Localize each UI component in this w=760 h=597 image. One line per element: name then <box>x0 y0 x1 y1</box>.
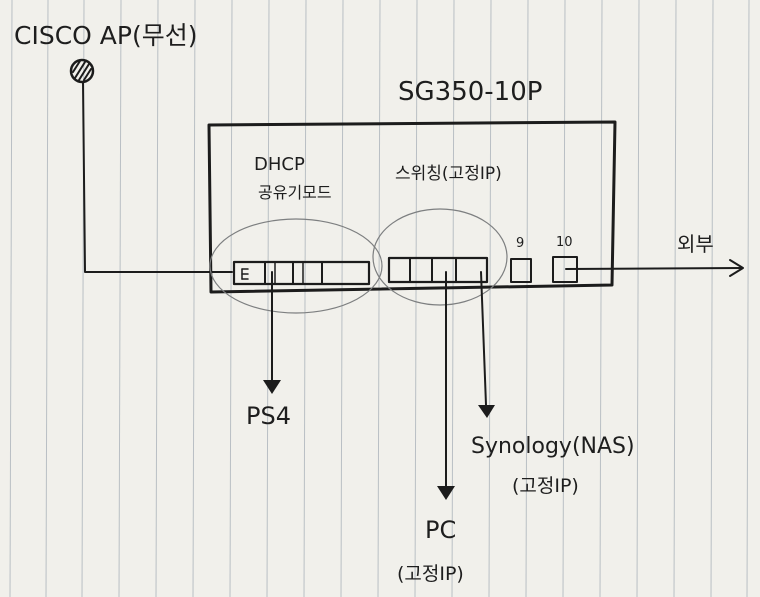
port-9 <box>510 258 532 283</box>
switch-model-label: SG350-10P <box>398 77 542 107</box>
dhcp-label-line2: 공유기모드 <box>258 183 332 202</box>
switching-group-label: 스위칭(고정IP) <box>395 164 502 184</box>
external-label: 외부 <box>677 232 714 256</box>
nas-ip-note: (고정IP) <box>512 475 579 497</box>
switching-ports <box>387 256 489 284</box>
access-point-icon <box>69 58 95 84</box>
dhcp-ports <box>232 260 371 286</box>
notebook-lines <box>9 0 750 597</box>
port-10-label: 10 <box>556 235 573 250</box>
ps4-label: PS4 <box>246 402 291 430</box>
external-uplink-arrow <box>565 259 744 277</box>
pc-ip-note: (고정IP) <box>397 563 464 585</box>
switch-box <box>207 120 617 294</box>
pc-cable-arrow <box>437 271 455 500</box>
nas-label: Synology(NAS) <box>471 434 635 459</box>
nas-cable-arrow <box>478 271 495 418</box>
port-9-label: 9 <box>516 236 524 251</box>
dhcp-label-line1: DHCP <box>254 154 305 175</box>
dhcp-group-ellipse <box>209 218 383 314</box>
pc-label: PC <box>425 516 456 544</box>
ps4-cable-arrow <box>263 271 281 394</box>
ap-label: CISCO AP(무선) <box>14 21 197 50</box>
switching-group-ellipse <box>372 208 508 306</box>
ap-cable <box>82 81 233 273</box>
